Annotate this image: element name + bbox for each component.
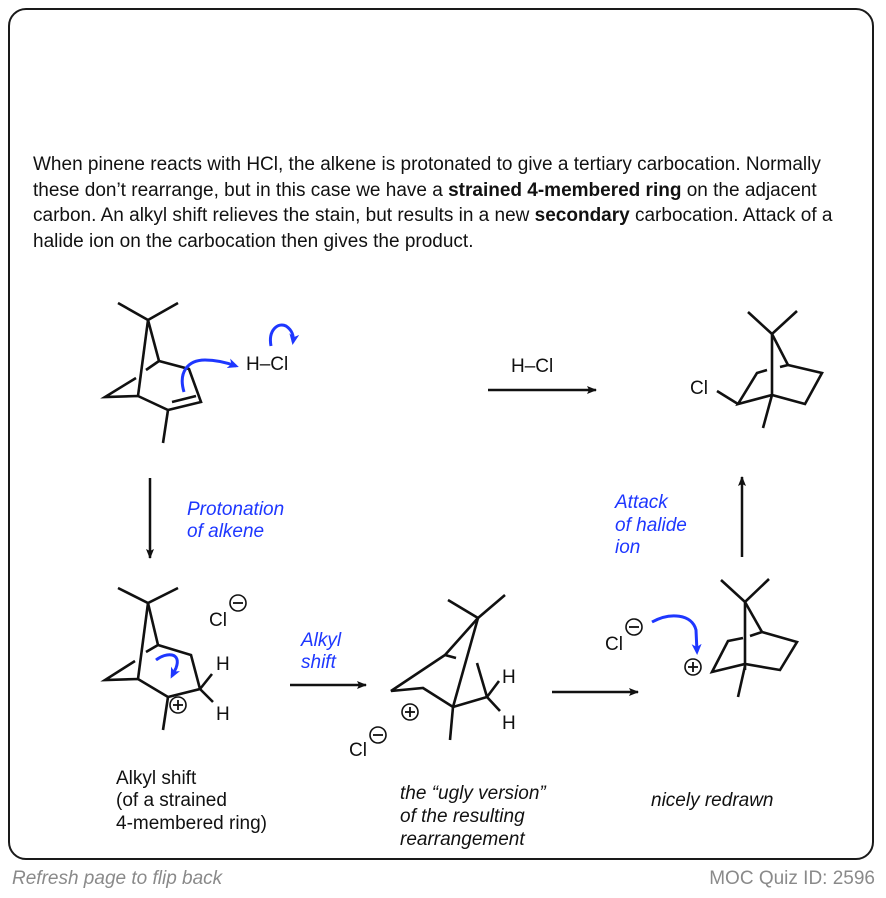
curved-arrow-icon xyxy=(268,323,300,347)
step-label: Protonation xyxy=(187,499,284,520)
hydrogen-atom: H xyxy=(502,713,516,734)
caption-line: the “ugly version” xyxy=(400,783,547,804)
negative-charge-icon xyxy=(625,618,643,636)
curved-arrow-icon xyxy=(180,358,239,393)
negative-charge-icon xyxy=(369,726,387,744)
secondary-carbocation-molecule xyxy=(709,578,799,698)
chlorine-atom: Cl xyxy=(690,378,708,399)
tertiary-carbocation-molecule xyxy=(100,586,214,731)
caption-line: of the resulting xyxy=(400,806,525,827)
quiz-id: MOC Quiz ID: 2596 xyxy=(709,868,875,889)
caption-line: rearrangement xyxy=(400,829,525,850)
hydrogen-atom: H xyxy=(502,667,516,688)
step-label: of halide xyxy=(615,515,687,536)
positive-charge-icon xyxy=(169,696,187,714)
step-label: Alkyl xyxy=(300,630,342,651)
step-label: Attack xyxy=(614,492,669,513)
caption-line: 4-membered ring) xyxy=(116,813,267,834)
intro-text-1: When pinene reacts with HCl, the alkene … xyxy=(33,154,821,201)
step-label: shift xyxy=(301,652,337,673)
curved-arrow-icon xyxy=(155,653,181,679)
caption-line: (of a strained xyxy=(116,790,227,811)
hcl-reagent: H–Cl xyxy=(246,354,288,375)
intro-text-3: carbocation. Attack of a halide ion on t… xyxy=(33,205,833,252)
hydrogen-atom: H xyxy=(216,704,230,725)
product-molecule xyxy=(716,310,824,429)
pinene-molecule xyxy=(100,301,203,444)
intro-bold-2: secondary xyxy=(534,205,630,227)
caption-line: Alkyl shift xyxy=(116,768,197,789)
negative-charge-icon xyxy=(229,594,247,612)
chloride-ion: Cl xyxy=(209,610,227,631)
caption-line: nicely redrawn xyxy=(651,790,774,811)
step-label: of alkene xyxy=(187,521,264,542)
rearranged-carbocation-molecule xyxy=(390,594,506,741)
chloride-ion: Cl xyxy=(605,634,623,655)
quiz-card[interactable] xyxy=(8,8,874,860)
explanation-text: When pinene reacts with HCl, the alkene … xyxy=(33,152,833,254)
step-label: ion xyxy=(615,537,640,558)
intro-bold-1: strained 4-membered ring xyxy=(448,179,682,201)
positive-charge-icon xyxy=(684,658,702,676)
curved-arrow-icon xyxy=(651,614,702,655)
positive-charge-icon xyxy=(401,703,419,721)
flip-back-hint: Refresh page to flip back xyxy=(12,868,223,889)
hydrogen-atom: H xyxy=(216,654,230,675)
intro-text-2: on the adjacent carbon. An alkyl shift r… xyxy=(33,179,817,227)
chloride-ion: Cl xyxy=(349,740,367,761)
hcl-arrow-label: H–Cl xyxy=(511,356,553,377)
